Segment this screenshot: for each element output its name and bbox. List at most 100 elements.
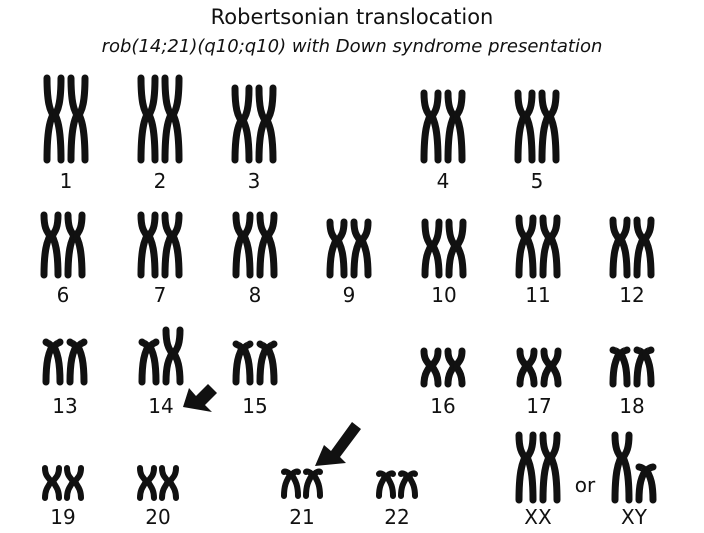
chromatid [293, 472, 299, 496]
chromatid [543, 218, 549, 275]
arrow-to-21 [315, 422, 361, 466]
chromosome-pair-14 [142, 330, 180, 382]
chromatid [544, 351, 550, 384]
chromatid [410, 473, 416, 496]
chromatid [44, 215, 50, 275]
chromatid [615, 435, 621, 500]
chromosome-label-19: 19 [50, 505, 75, 529]
chromosome-label-18: 18 [619, 394, 644, 418]
chromosome-label-11: 11 [525, 283, 550, 307]
chromatid [47, 78, 53, 160]
chromatid [56, 78, 62, 160]
chromatid [648, 467, 654, 500]
chromatid [79, 342, 85, 382]
chromatid [171, 468, 177, 498]
chromatid [259, 88, 265, 160]
chromosome-pair-16 [424, 351, 462, 384]
chromosome-pair-4 [424, 93, 462, 160]
chromatid [46, 342, 52, 382]
chromatid [55, 342, 61, 382]
chromosome-label-14: 14 [148, 394, 173, 418]
chromatid [315, 472, 321, 496]
chromatid [448, 93, 454, 160]
chromosome-label-15: 15 [242, 394, 267, 418]
arrow-to-14 [183, 384, 217, 412]
chromosome-pair-20 [140, 468, 176, 498]
chromatid [142, 342, 148, 382]
chromatid [543, 435, 549, 500]
chromosome-pair-19 [45, 468, 81, 498]
chromatid [339, 222, 345, 275]
chromatid [520, 351, 526, 384]
chromatid [363, 222, 369, 275]
chromatid [433, 351, 439, 384]
chromosome-pair-8 [236, 215, 274, 275]
chromatid [151, 342, 157, 382]
chromatid [150, 215, 156, 275]
chromatid [53, 215, 59, 275]
chromatid [77, 215, 83, 275]
chromosome-pair-2 [141, 78, 179, 160]
chromosome-label-4: 4 [437, 169, 450, 193]
chromatid [45, 468, 51, 498]
chromosome-label-2: 2 [154, 169, 167, 193]
chromatid [552, 218, 558, 275]
chromatid [236, 344, 242, 382]
chromatid [269, 215, 275, 275]
chromatid [306, 472, 312, 496]
chromatid [268, 88, 274, 160]
chromatid [639, 467, 645, 500]
chromosome-pair-9 [330, 222, 368, 275]
chromatid [458, 222, 464, 275]
chromosome-label-9: 9 [343, 283, 356, 307]
chromatid [646, 350, 652, 384]
chromosome-pair-1 [47, 78, 85, 160]
chromosome-pair-xy [615, 435, 653, 500]
chromatid [527, 93, 533, 160]
chromatid [165, 215, 171, 275]
chromatid [433, 93, 439, 160]
chromosome-pair-11 [519, 218, 557, 275]
chromosome-pair-13 [46, 342, 84, 382]
chromatid [70, 342, 76, 382]
chromatid [401, 473, 407, 496]
chromatid [551, 93, 557, 160]
chromatid [519, 218, 525, 275]
chromatid [71, 78, 77, 160]
chromatid [424, 351, 430, 384]
chromatid [448, 351, 454, 384]
chromosome-pair-15 [236, 344, 274, 382]
chromatid [141, 215, 147, 275]
chromosome-label-12: 12 [619, 283, 644, 307]
chromatid [162, 468, 168, 498]
chromatid [244, 88, 250, 160]
chromatid [260, 344, 266, 382]
chromosome-label-8: 8 [249, 283, 262, 307]
or-label: or [575, 473, 596, 497]
chromatid [175, 330, 181, 382]
chromosome-pair-6 [44, 215, 82, 275]
chromatid [330, 222, 336, 275]
chromatid [284, 472, 290, 496]
chromosome-pair-22 [379, 473, 415, 496]
chromosome-label-20: 20 [145, 505, 170, 529]
chromatid [388, 473, 394, 496]
chromatid [235, 88, 241, 160]
chromatid [425, 222, 431, 275]
chromosome-label-17: 17 [526, 394, 551, 418]
chromatid [552, 435, 558, 500]
chromatid [140, 468, 146, 498]
chromatid [67, 468, 73, 498]
chromatid [245, 215, 251, 275]
chromatid [434, 222, 440, 275]
chromosome-label-5: 5 [531, 169, 544, 193]
chromatid [236, 215, 242, 275]
chromosome-label-xx: XX [524, 505, 552, 529]
chromatid [518, 93, 524, 160]
chromatid [457, 93, 463, 160]
chromosome-label-6: 6 [57, 283, 70, 307]
chromatid [379, 473, 385, 496]
